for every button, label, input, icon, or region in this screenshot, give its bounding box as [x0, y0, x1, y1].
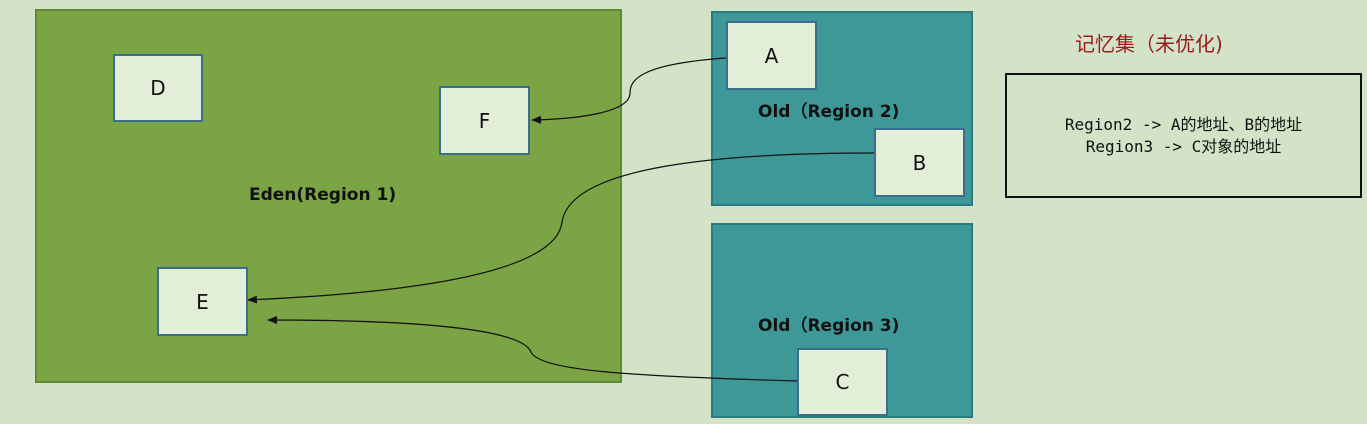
remembered-set-line: Region2 -> A的地址、B的地址 [1064, 114, 1303, 134]
arrow-b-to-e [247, 152, 875, 304]
remembered-set-line: Region3 -> C对象的地址 [1085, 136, 1282, 156]
object-a: A [726, 21, 817, 90]
remembered-set-title: 记忆集（未优化) [1075, 32, 1223, 56]
object-f: F [439, 86, 530, 155]
object-b: B [874, 128, 965, 197]
old-region-2-label: Old（Region 2) [758, 102, 900, 122]
object-c: C [797, 348, 888, 416]
old-region-3-label: Old（Region 3) [758, 316, 900, 336]
arrow-c-to-e [267, 316, 798, 382]
object-d: D [113, 54, 203, 122]
object-e: E [157, 267, 248, 336]
remembered-set-box: Region2 -> A的地址、B的地址 Region3 -> C对象的地址 [1005, 73, 1362, 198]
arrow-a-to-f [531, 57, 727, 124]
old-region-3 [711, 223, 973, 418]
eden-region-label: Eden(Region 1) [249, 185, 397, 205]
